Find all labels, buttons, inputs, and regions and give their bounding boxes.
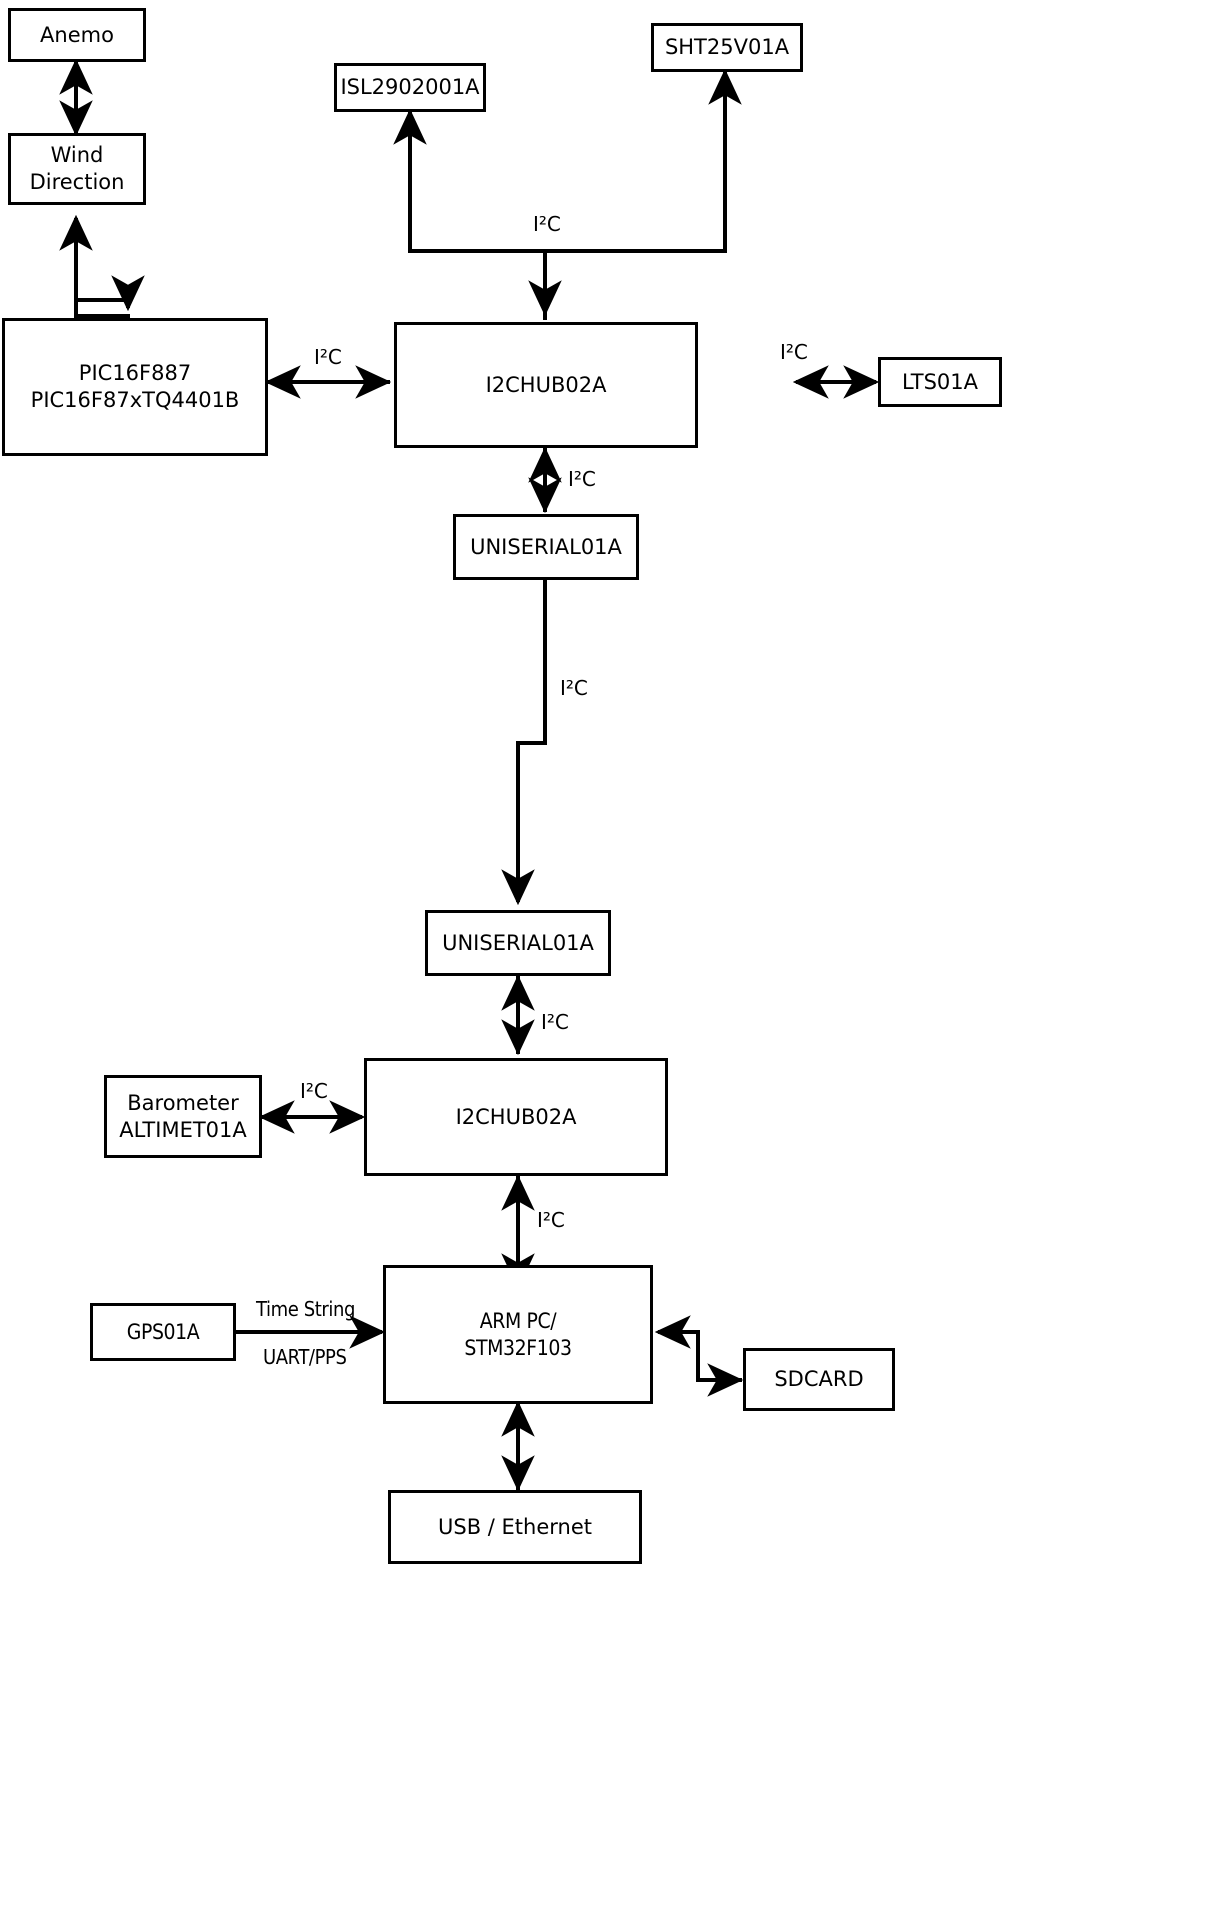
node-uniserial01a-bottom[interactable]: UNISERIAL01A <box>425 910 611 976</box>
edge-label-text: I²C <box>314 345 342 369</box>
edge-label-text: UART/PPS <box>263 1345 347 1369</box>
node-wind-direction-label: Wind Direction <box>29 143 125 194</box>
link-arm-sdcard <box>658 1330 744 1397</box>
node-lts01a-label: LTS01A <box>901 369 979 394</box>
node-isl2902001a[interactable]: ISL2902001A <box>334 63 486 112</box>
edge-label-uart-pps: UART/PPS <box>263 1345 347 1369</box>
node-i2chub02a-top-label: I2CHUB02A <box>485 372 607 397</box>
node-arm-pc[interactable]: ARM PC/ STM32F103 <box>383 1265 653 1404</box>
node-wind-direction[interactable]: Wind Direction <box>8 133 146 205</box>
edge-label-text: I²C <box>541 1010 569 1034</box>
node-uniserial01a-bottom-label: UNISERIAL01A <box>442 930 594 955</box>
node-isl2902001a-label: ISL2902001A <box>340 75 480 100</box>
link-hub-isl <box>393 108 547 320</box>
node-uniserial01a-top[interactable]: UNISERIAL01A <box>453 514 639 580</box>
node-usb-ethernet-label: USB / Ethernet <box>438 1514 592 1539</box>
node-sdcard[interactable]: SDCARD <box>743 1348 895 1411</box>
edge-label-time-string: Time String <box>256 1297 355 1321</box>
node-gps01a[interactable]: GPS01A <box>90 1303 236 1361</box>
node-pic16f887[interactable]: PIC16F887 PIC16F87xTQ4401B <box>2 318 268 456</box>
edge-label-text: I²C <box>560 676 588 700</box>
node-lts01a[interactable]: LTS01A <box>878 357 1002 407</box>
node-pic16f887-label: PIC16F887 PIC16F87xTQ4401B <box>30 361 240 412</box>
node-barometer-altimet01a-label: Barometer ALTIMET01A <box>119 1090 247 1142</box>
edge-label-text: Time String <box>256 1297 355 1321</box>
edge-label-i2c-baro-hub2: I²C <box>300 1079 328 1103</box>
edge-label-text: I²C <box>568 467 596 491</box>
edge-label-i2c-hub-uniserial: I²C <box>568 467 596 491</box>
edge-label-text: I²C <box>533 212 561 236</box>
edge-label-i2c-hub2-arm: I²C <box>537 1208 565 1232</box>
node-anemo-label: Anemo <box>40 22 114 47</box>
edge-label-i2c-uniserial-uniserial: I²C <box>560 676 588 700</box>
node-anemo[interactable]: Anemo <box>8 8 146 62</box>
edge-label-i2c-uniserial-hub2: I²C <box>541 1010 569 1034</box>
edge-label-text: I²C <box>780 340 808 364</box>
node-sht25v01a[interactable]: SHT25V01A <box>651 23 803 72</box>
node-sht25v01a-label: SHT25V01A <box>664 35 790 60</box>
node-usb-ethernet[interactable]: USB / Ethernet <box>388 1490 642 1564</box>
node-i2chub02a-bottom[interactable]: I2CHUB02A <box>364 1058 668 1176</box>
node-arm-pc-label: ARM PC/ STM32F103 <box>464 1308 572 1360</box>
link-uniserial-top-bottom <box>501 580 547 906</box>
node-barometer-altimet01a[interactable]: Barometer ALTIMET01A <box>104 1075 262 1158</box>
edge-label-i2c-top-bus: I²C <box>533 212 561 236</box>
link-hub-sht <box>543 68 742 320</box>
node-sdcard-label: SDCARD <box>774 1367 864 1392</box>
edge-label-text: I²C <box>537 1208 565 1232</box>
node-i2chub02a-bottom-label: I2CHUB02A <box>455 1104 577 1129</box>
edge-label-text: I²C <box>300 1079 328 1103</box>
edge-label-i2c-hub-lts: I²C <box>780 340 808 364</box>
node-gps01a-label: GPS01A <box>126 1319 200 1344</box>
node-i2chub02a-top[interactable]: I2CHUB02A <box>394 322 698 448</box>
node-uniserial01a-top-label: UNISERIAL01A <box>470 534 622 559</box>
edge-label-i2c-pic-hub: I²C <box>314 345 342 369</box>
link-winddir-pic-stub <box>76 275 145 312</box>
